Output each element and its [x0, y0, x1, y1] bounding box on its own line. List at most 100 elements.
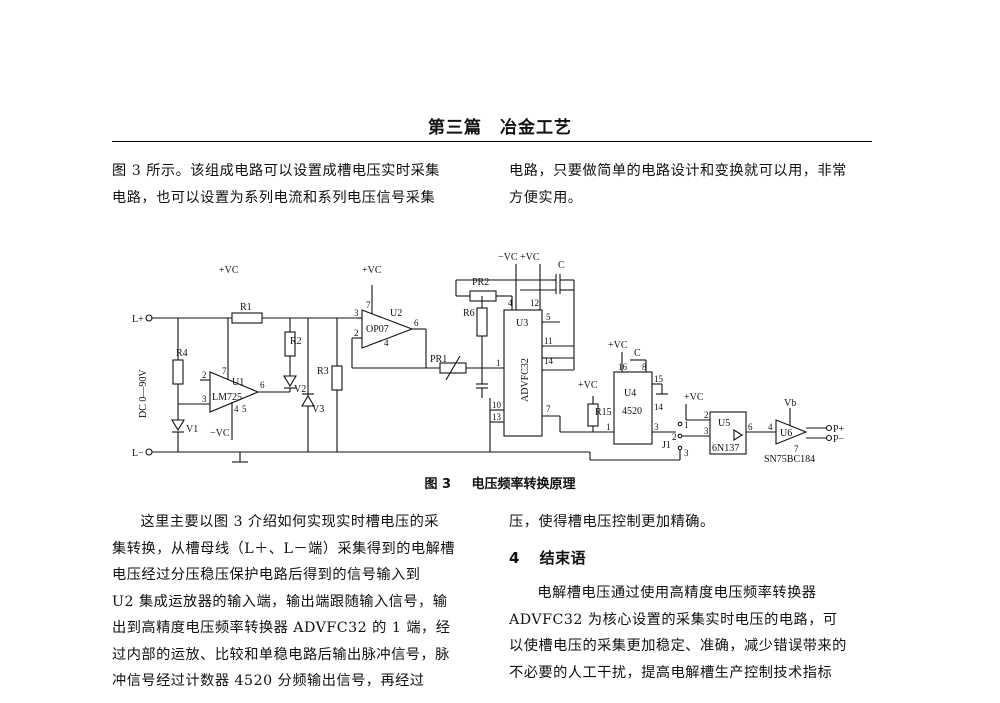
- pin-u2-6: 6: [414, 318, 419, 328]
- label-u4-chip: 4520: [622, 406, 642, 417]
- pin-u6-7: 7: [794, 444, 799, 454]
- pin-u4-1: 1: [606, 422, 611, 432]
- pin-u3-4: 4: [508, 298, 513, 308]
- figure-title: 电压频率转换原理: [471, 477, 576, 492]
- pin-u5-2: 2: [704, 410, 709, 420]
- pin-u3-13: 13: [492, 412, 502, 422]
- text-line: 压，使得槽电压控制更加精确。: [509, 514, 715, 530]
- text-line: 电压经过分压稳压保护电路后得到的信号输入到: [112, 567, 421, 583]
- pin-u2-4: 4: [384, 338, 389, 348]
- text-line: 电解槽电压通过使用高精度电压频率转换器: [537, 585, 817, 601]
- label-dc-range: DC 0—90V: [138, 369, 149, 418]
- pin-u5-3: 3: [704, 426, 709, 436]
- figure-caption: 图 3 电压频率转换原理: [0, 473, 1000, 492]
- right-column-bottom: 压，使得槽电压控制更加精确。 4 结束语 电解槽电压通过使用高精度电压频率转换器…: [509, 509, 879, 686]
- label-vb: Vb: [784, 398, 796, 409]
- pin-u1-2: 2: [202, 370, 207, 380]
- label-sn75bc184: SN75BC184: [764, 454, 815, 465]
- pin-u3-14: 14: [544, 356, 554, 366]
- text-line: 电路，也可以设置为系列电流和系列电压信号采集: [112, 189, 436, 206]
- label-r6: R6: [463, 308, 475, 319]
- label-r4: R4: [176, 348, 188, 359]
- pin-u4-14: 14: [654, 402, 664, 412]
- pin-u4-3: 3: [654, 422, 659, 432]
- figure-number: 图 3: [424, 477, 452, 492]
- section-number: 4: [509, 548, 520, 567]
- pin-u3-11: 11: [544, 336, 553, 346]
- text-line: U2 集成运放器的输入端，输出端跟随输入信号，输: [112, 593, 448, 610]
- text-line: 出到高精度电压频率转换器 ADVFC32 的 1 端，经: [112, 620, 451, 636]
- label-r2: R2: [290, 336, 302, 347]
- pin-j1-3: 3: [684, 448, 689, 458]
- label-op07: OP07: [366, 324, 389, 335]
- pin-u3-5: 5: [546, 312, 551, 322]
- section-title: 结束语: [539, 548, 587, 567]
- text-line: 图 3 所示。该组成电路可以设置成槽电压实时采集: [112, 163, 440, 179]
- label-p-plus: P+: [833, 424, 845, 435]
- pin-u1-3: 3: [202, 394, 207, 404]
- label-minus-vc: −VC: [210, 428, 230, 439]
- pin-u3-1: 1: [496, 358, 501, 368]
- label-vc3: +VC: [608, 340, 628, 351]
- label-u5: U5: [718, 418, 730, 429]
- pin-u4-16: 16: [618, 362, 628, 372]
- pin-u2-2: 2: [354, 328, 359, 338]
- label-vc1: +VC: [219, 265, 239, 276]
- text-line: 以使槽电压的采集更加稳定、准确，减少错误带来的: [509, 638, 847, 654]
- label-l-plus: L+: [132, 314, 144, 325]
- text-line: 冲信号经过计数器 4520 分频输出信号，再经过: [112, 673, 425, 689]
- pin-u3-12: 12: [530, 298, 539, 308]
- label-c2: C: [634, 348, 641, 359]
- label-p-minus: P−: [833, 434, 845, 445]
- text-line: 这里主要以图 3 介绍如何实现实时槽电压的采: [140, 514, 440, 530]
- right-column-top: 电路，只要做简单的电路设计和变换就可以用，非常 方便实用。: [509, 158, 879, 211]
- label-u4: U4: [624, 388, 636, 399]
- pin-u5-6: 6: [748, 422, 753, 432]
- label-vc5: +VC: [684, 392, 704, 403]
- pin-u2-7: 7: [366, 300, 371, 310]
- label-l-minus: L−: [132, 448, 144, 459]
- label-v2: V2: [294, 384, 306, 395]
- text-line: 过内部的运放、比较和单稳电路后输出脉冲信号，脉: [112, 646, 450, 663]
- pin-u1-6: 6: [260, 380, 265, 390]
- label-j1: J1: [662, 440, 671, 451]
- text-line: 电路，只要做简单的电路设计和变换就可以用，非常: [509, 163, 847, 179]
- pin-j1-2: 2: [672, 432, 677, 442]
- label-u3: U3: [516, 318, 528, 329]
- label-lm725: LM725: [212, 392, 242, 403]
- text-line: ADVFC32 为核心设置的采集实时电压的电路，可: [509, 611, 838, 628]
- text-line: 不必要的人工干扰，提高电解槽生产控制技术指标: [509, 664, 833, 681]
- left-column-bottom: 这里主要以图 3 介绍如何实现实时槽电压的采 集转换，从槽母线（L＋、L－端）采…: [112, 509, 482, 695]
- pin-u1-7: 7: [222, 366, 227, 376]
- pin-u3-10: 10: [492, 400, 502, 410]
- pin-u3-7: 7: [546, 404, 551, 414]
- label-pr1: PR1: [430, 354, 447, 365]
- label-c-top: C: [558, 260, 565, 271]
- pin-u1-4: 4: [234, 404, 239, 414]
- label-advfc32: ADVFC32: [520, 358, 531, 402]
- pin-u4-15: 15: [654, 374, 664, 384]
- label-u6: U6: [780, 428, 792, 439]
- label-6n137: 6N137: [712, 443, 739, 454]
- pin-u1-5: 5: [242, 404, 247, 414]
- label-vc-top: −VC +VC: [498, 252, 540, 263]
- label-r15: R15: [595, 407, 612, 418]
- pin-u4-8: 8: [642, 362, 647, 372]
- text-line: 集转换，从槽母线（L＋、L－端）采集得到的电解槽: [112, 540, 455, 557]
- label-r1: R1: [240, 302, 252, 313]
- label-vc4: +VC: [578, 380, 598, 391]
- label-vc2: +VC: [362, 265, 382, 276]
- label-r3: R3: [317, 366, 329, 377]
- header-rule: [112, 141, 872, 142]
- pin-u6-4: 4: [768, 422, 773, 432]
- pin-j1-1: 1: [684, 420, 689, 430]
- label-u2: U2: [390, 308, 402, 319]
- label-v1: V1: [186, 424, 198, 435]
- pin-u2-3: 3: [354, 308, 359, 318]
- section-heading: 4 结束语: [509, 545, 879, 572]
- text-line: 方便实用。: [509, 189, 583, 206]
- label-v3: V3: [312, 404, 324, 415]
- label-pr2: PR2: [472, 277, 489, 288]
- label-u1: U1: [232, 377, 244, 388]
